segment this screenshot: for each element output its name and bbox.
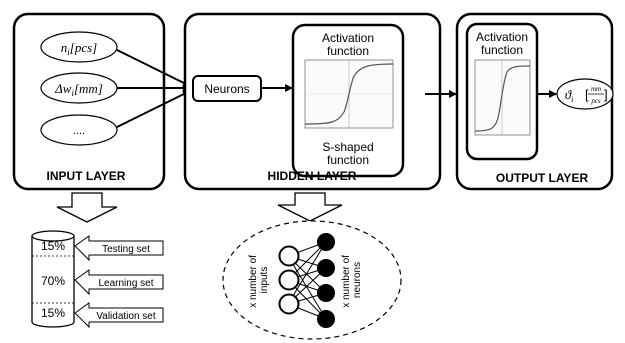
dataset-percent-validation: 15% [41,306,65,320]
hidden-activation-title-2: function [327,44,369,58]
output-layer-title: OUTPUT LAYER [496,171,589,185]
input-node-n: ni[pcs] [40,31,118,63]
input-more-text: .... [73,125,85,137]
output-activation-title-2: function [481,43,523,57]
validation-set-arrow: Validation set [74,302,164,329]
network-neuron-nodes [317,233,335,328]
network-input-nodes [278,245,300,315]
learning-set-arrow: Learning set [74,269,164,296]
input-n-sub: i [67,47,70,57]
svg-text:Δwi[mm]: Δwi[mm] [54,81,103,98]
network-neurons-label-1: x number of [341,255,352,308]
hidden-activation-title-1: Activation [322,31,374,45]
hidden-sigmoid-plot [304,59,394,129]
validation-set-label: Validation set [96,311,156,322]
output-activation-title-1: Activation [476,30,528,44]
output-sigmoid-plot [474,59,531,136]
input-layer-title: INPUT LAYER [47,169,126,183]
network-inputs-label: x number of inputs [248,252,270,308]
input-dw-sub: i [71,88,74,98]
dataset-cylinder: 15% 70% 15% [31,230,75,328]
hidden-caption-2: function [327,153,369,167]
dataset-percent-learning: 70% [41,274,65,288]
dataset-percent-testing: 15% [41,239,65,253]
input-dw-symbol: Δw [54,81,72,96]
network-inputs-label-1: x number of [248,255,259,308]
network-neurons-label: x number of neurons [341,252,363,308]
network-neurons-label-2: neurons [352,262,363,298]
network-inputs-label-2: inputs [259,267,270,294]
testing-set-arrow: Testing set [74,235,164,262]
svg-text:]: ] [604,87,608,102]
input-down-arrow [56,192,118,223]
output-unit-num: mm [591,85,601,93]
input-n-unit: [pcs] [70,40,97,55]
input-n-symbol: n [61,40,68,55]
testing-set-label: Testing set [102,244,150,255]
hidden-layer-title: HIDDEN LAYER [268,169,357,183]
neurons-label: Neurons [204,82,249,96]
svg-text:[: [ [585,87,589,102]
learning-set-label: Learning set [98,278,153,289]
input-node-dw: Δwi[mm] [40,72,118,104]
hidden-caption-1: S-shaped [322,140,373,154]
output-node: ϑi mm pcs [ ] [556,78,614,110]
output-unit-den: pcs [590,97,601,105]
hidden-down-arrow [277,192,343,222]
input-node-more: .... [40,114,118,146]
input-to-neurons-arrows [116,49,191,128]
output-symbol: ϑ [565,87,572,102]
neurons-box: Neurons [192,75,262,102]
input-dw-unit: [mm] [74,81,103,96]
svg-text:ϑi: ϑi [565,87,574,104]
svg-text:ni[pcs]: ni[pcs] [61,40,97,57]
output-sub: i [571,95,573,104]
